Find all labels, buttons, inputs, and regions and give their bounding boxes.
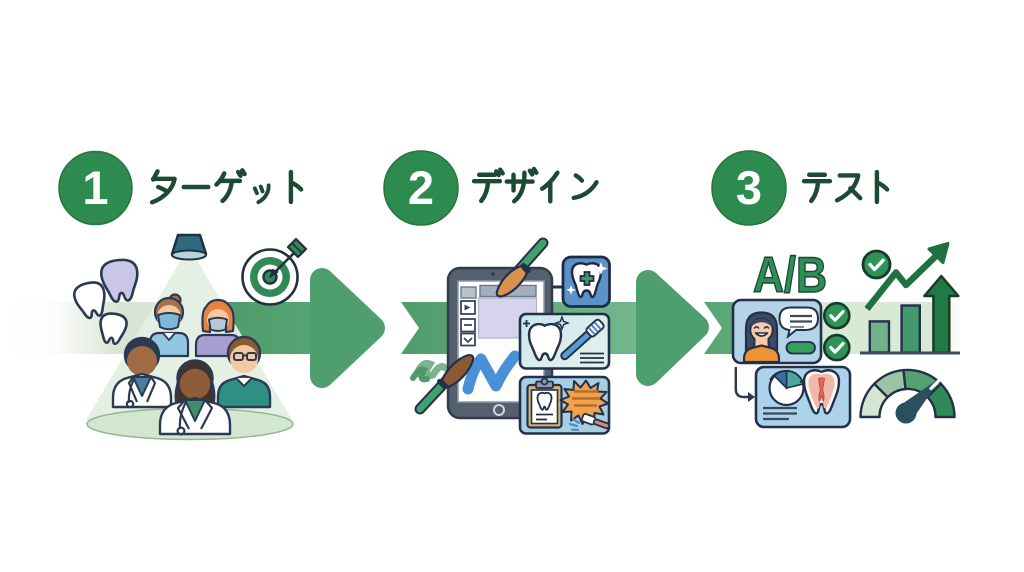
svg-text:A/B: A/B bbox=[753, 247, 827, 303]
svg-text:1: 1 bbox=[82, 161, 108, 214]
svg-text:2: 2 bbox=[408, 161, 434, 214]
svg-text:3: 3 bbox=[736, 161, 762, 214]
